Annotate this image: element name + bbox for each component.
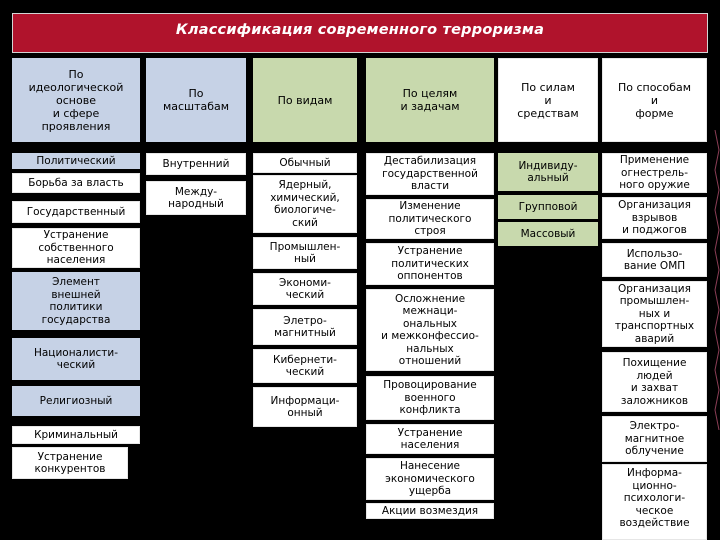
method-item: Похищение людей и захват заложников bbox=[602, 352, 707, 412]
header-methods: По способам и форме bbox=[602, 58, 707, 142]
goal-item: Дестабилизация государственной власти bbox=[366, 153, 494, 195]
goal-item: Осложнение межнаци- ональных и межконфес… bbox=[366, 289, 494, 371]
method-item: Применение огнестрель- ного оружие bbox=[602, 153, 707, 193]
ideology-item: Государственный bbox=[12, 201, 140, 223]
force-item: Массовый bbox=[498, 222, 598, 246]
force-item: Групповой bbox=[498, 195, 598, 219]
ideology-item: Криминальный bbox=[12, 426, 140, 444]
goal-item: Провоцирование военного конфликта bbox=[366, 376, 494, 420]
header-scale: По масштабам bbox=[146, 58, 246, 142]
goal-item: Устранение политических оппонентов bbox=[366, 243, 494, 285]
type-item: Обычный bbox=[253, 153, 357, 173]
title-banner: Классификация современного терроризма bbox=[12, 13, 708, 53]
method-item: Организация промышлен- ных и транспортны… bbox=[602, 281, 707, 347]
ideology-item: Борьба за власть bbox=[12, 173, 140, 193]
decorative-pattern bbox=[714, 130, 720, 430]
header-types: По видам bbox=[253, 58, 357, 142]
ideology-item: Устранение конкурентов bbox=[12, 447, 128, 479]
type-item: Информаци- онный bbox=[253, 387, 357, 427]
type-item: Ядерный, химический, биологиче- ский bbox=[253, 175, 357, 233]
ideology-item: Устранение собственного населения bbox=[12, 228, 140, 268]
goal-item: Устранение населения bbox=[366, 424, 494, 454]
header-ideology: По идеологической основе и сфере проявле… bbox=[12, 58, 140, 142]
force-item: Индивиду- альный bbox=[498, 153, 598, 191]
ideology-item: Элемент внешней политики государства bbox=[12, 272, 140, 330]
type-item: Промышлен- ный bbox=[253, 237, 357, 269]
method-item: Информа- ционно- психологи- ческое возде… bbox=[602, 464, 707, 540]
goal-item: Акции возмездия bbox=[366, 503, 494, 519]
type-item: Кибернети- ческий bbox=[253, 349, 357, 383]
scale-item: Между- народный bbox=[146, 181, 246, 215]
method-item: Электро- магнитное облучение bbox=[602, 416, 707, 462]
ideology-item: Политический bbox=[12, 153, 140, 169]
method-item: Организация взрывов и поджогов bbox=[602, 197, 707, 239]
page-title: Классификация современного терроризма bbox=[175, 22, 545, 38]
goal-item: Изменение политического строя bbox=[366, 199, 494, 239]
type-item: Элетро- магнитный bbox=[253, 309, 357, 345]
header-forces: По силам и средствам bbox=[498, 58, 598, 142]
goal-item: Нанесение экономического ущерба bbox=[366, 458, 494, 500]
type-item: Экономи- ческий bbox=[253, 273, 357, 305]
ideology-item: Националисти- ческий bbox=[12, 338, 140, 380]
header-goals: По целям и задачам bbox=[366, 58, 494, 142]
ideology-item: Религиозный bbox=[12, 386, 140, 416]
scale-item: Внутренний bbox=[146, 153, 246, 175]
method-item: Использо- вание ОМП bbox=[602, 243, 707, 277]
